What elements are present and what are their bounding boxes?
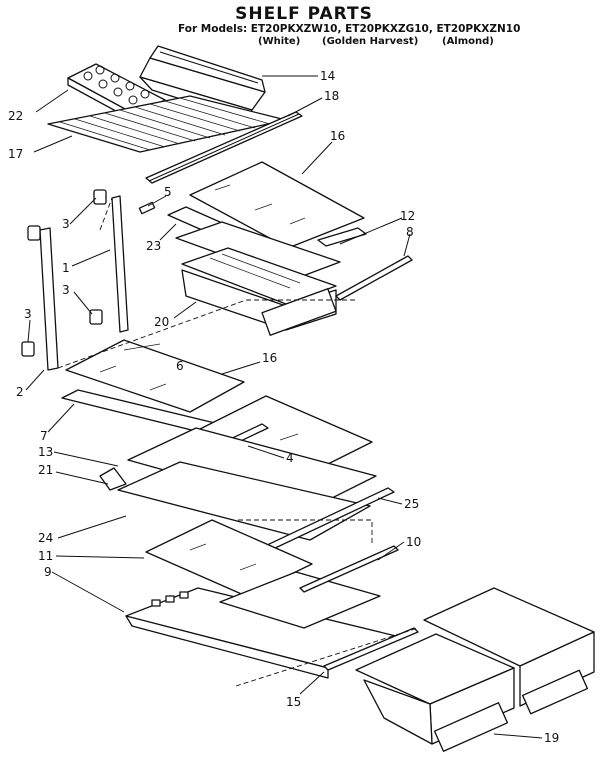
part-24-frame [99, 427, 377, 541]
assembly-dashes [57, 197, 419, 687]
part-11-glass [145, 519, 313, 597]
callout-16-upper: 16 [330, 129, 345, 143]
diagram-header: SHELF PARTS For Models: ET20PKXZW10, ET2… [0, 0, 608, 50]
callout-6: 6 [176, 359, 184, 373]
callout-4: 4 [286, 451, 294, 465]
callout-23: 23 [146, 239, 161, 253]
callout-14: 14 [320, 69, 335, 83]
callout-25: 25 [404, 497, 419, 511]
callout-3-lower: 3 [24, 307, 32, 321]
callout-15: 15 [286, 695, 301, 709]
callout-2: 2 [16, 385, 24, 399]
page-title: SHELF PARTS [235, 4, 373, 24]
part-19-crisper-drawers [355, 587, 595, 752]
callout-17: 17 [8, 147, 23, 161]
variant-white: (White) [258, 36, 301, 47]
part-20-drawer [175, 221, 341, 336]
part-9-crisper-frame [125, 571, 397, 679]
part-5-clip [138, 201, 156, 215]
callout-19: 19 [544, 731, 559, 745]
part-12-slide [317, 227, 367, 247]
callout-7: 7 [40, 429, 48, 443]
callout-21: 21 [38, 463, 53, 477]
callout-1: 1 [62, 261, 70, 275]
callout-22: 22 [8, 109, 23, 123]
callout-24: 24 [38, 531, 53, 545]
models-line: For Models: ET20PKXZW10, ET20PKXZG10, ET… [178, 23, 521, 35]
callout-16-lower: 16 [262, 351, 277, 365]
callout-11: 11 [38, 549, 53, 563]
callout-labels: 22 17 14 18 16 5 3 23 12 8 1 3 3 20 6 16… [8, 69, 559, 745]
callout-10: 10 [406, 535, 421, 549]
part-16-glass-shelf-lower [65, 339, 245, 413]
callout-12: 12 [400, 209, 415, 223]
callout-3-upper: 3 [62, 217, 70, 231]
part-8-rod [335, 255, 413, 301]
variant-almond: (Almond) [442, 36, 494, 47]
part-18-trim [145, 111, 303, 184]
callout-20: 20 [154, 315, 169, 329]
callout-3-middle: 3 [62, 283, 70, 297]
callout-8: 8 [406, 225, 414, 239]
part-10-rail [299, 545, 399, 593]
callout-9: 9 [44, 565, 52, 579]
part-1-rail [39, 195, 129, 371]
part-16-glass-shelf-upper [189, 161, 365, 249]
variant-golden-harvest: (Golden Harvest) [322, 36, 419, 47]
callout-18: 18 [324, 89, 339, 103]
part-3-supports [21, 189, 107, 357]
callout-13: 13 [38, 445, 53, 459]
callout-leaders [25, 75, 543, 739]
callout-5: 5 [164, 185, 172, 199]
part-15-rail [323, 627, 419, 671]
